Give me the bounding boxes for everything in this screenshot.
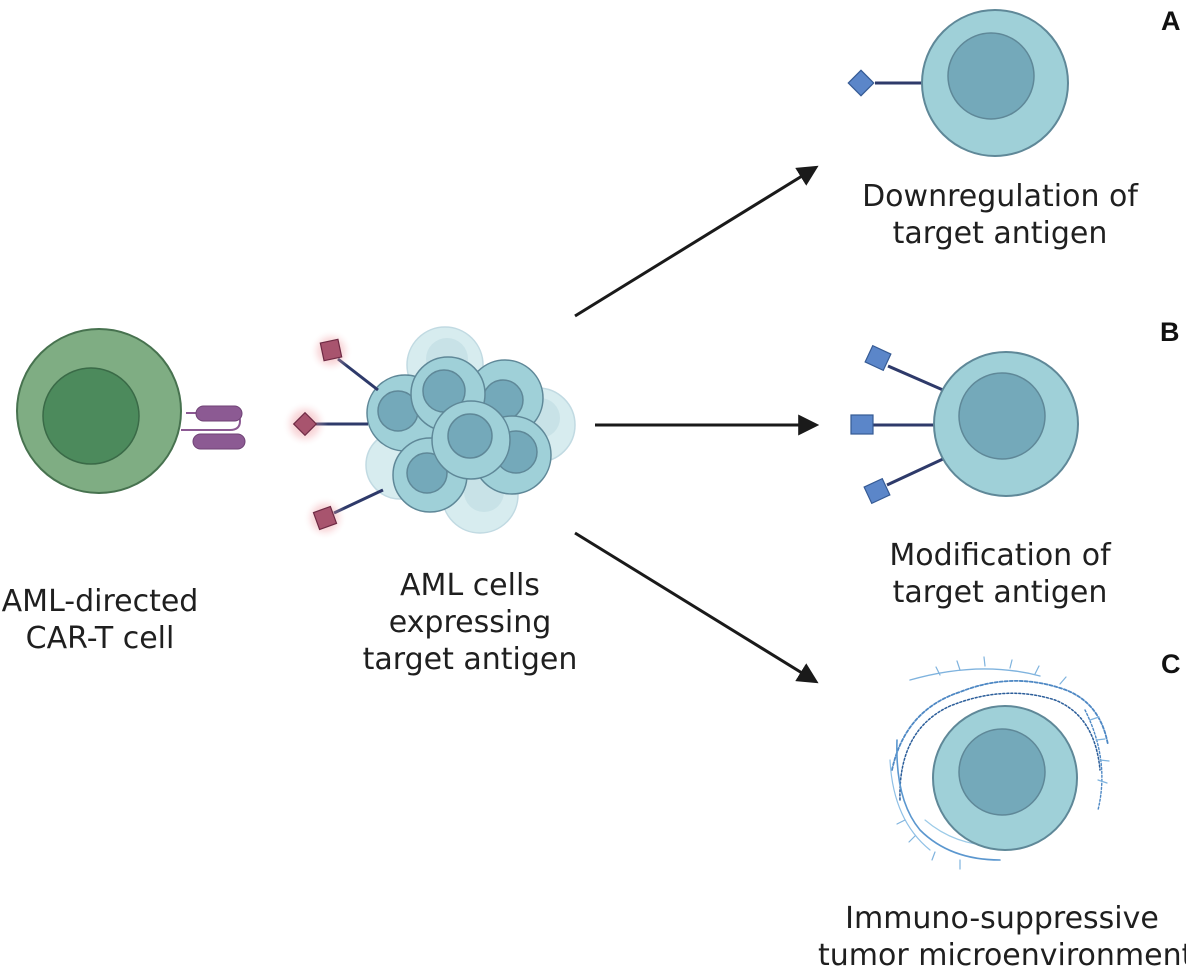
panel-letter-a: A bbox=[1161, 6, 1181, 36]
extracellular-matrix-fibers-icon bbox=[889, 656, 1110, 870]
aml-antigen-icon bbox=[309, 329, 379, 392]
car-t-cell-icon bbox=[16, 328, 182, 494]
aml-antigen-icon bbox=[303, 488, 384, 540]
modification-caption-line: Modification of bbox=[889, 538, 1111, 573]
aml-caption-line: AML cells bbox=[400, 568, 540, 603]
arrow-to-downregulation bbox=[574, 165, 819, 318]
immunosuppression-caption: Immuno-suppressive tumor microenvironmen… bbox=[818, 900, 1186, 974]
car-t-caption-line: AML-directed bbox=[1, 584, 199, 619]
downregulated-cell-icon bbox=[847, 9, 1069, 157]
tme-cell-icon bbox=[932, 705, 1078, 851]
aml-caption: AML cells expressing target antigen bbox=[360, 567, 580, 678]
aml-antigen-icon bbox=[282, 401, 368, 447]
aml-caption-line: target antigen bbox=[362, 642, 578, 677]
aml-cell-cluster-icon bbox=[365, 326, 576, 534]
aml-caption-line: expressing bbox=[388, 605, 552, 640]
car-receptor-icon bbox=[181, 405, 246, 450]
immunosuppression-caption-line: tumor microenvironment bbox=[818, 938, 1186, 973]
panel-letter-c: C bbox=[1161, 649, 1181, 679]
downregulation-caption-line: target antigen bbox=[892, 216, 1108, 251]
modified-antigen-cell-icon bbox=[850, 344, 1079, 505]
downregulation-caption: Downregulation of target antigen bbox=[855, 178, 1145, 252]
immunosuppression-caption-line: Immuno-suppressive bbox=[845, 901, 1159, 936]
arrow-to-immunosuppression bbox=[574, 531, 819, 684]
car-t-caption-line: CAR-T cell bbox=[25, 621, 175, 656]
modification-caption-line: target antigen bbox=[892, 575, 1108, 610]
modification-caption: Modification of target antigen bbox=[870, 537, 1130, 611]
car-t-caption: AML-directed CAR-T cell bbox=[0, 583, 200, 657]
panel-letter-b: B bbox=[1160, 317, 1180, 347]
downregulation-caption-line: Downregulation of bbox=[862, 179, 1138, 214]
